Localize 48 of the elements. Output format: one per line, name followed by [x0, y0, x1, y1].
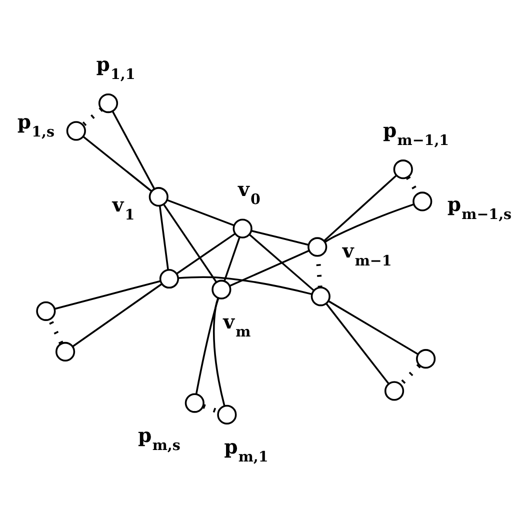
node-circle — [148, 187, 168, 207]
connector — [72, 283, 162, 348]
connector — [213, 298, 226, 406]
connector — [48, 318, 64, 344]
node-circle — [212, 280, 232, 300]
connector — [54, 280, 161, 310]
connector — [229, 250, 310, 287]
node-label: v$_{m}$ — [223, 310, 251, 340]
connector — [163, 204, 217, 282]
node-circle — [393, 160, 413, 180]
connector — [249, 234, 314, 292]
node-label: v$_{0}$ — [238, 178, 260, 208]
node-label: p$_{m,s}$ — [138, 424, 180, 454]
node-circle — [384, 381, 404, 401]
connector — [158, 206, 169, 270]
node-label: v$_{m−1}$ — [342, 240, 392, 270]
connector — [324, 204, 414, 243]
connector — [178, 276, 312, 296]
node-circle — [412, 192, 432, 212]
node-label: p$_{1,s}$ — [17, 110, 54, 141]
node-circle — [232, 218, 252, 238]
node-circle — [55, 342, 76, 362]
connector — [176, 233, 236, 274]
node-circle — [310, 286, 330, 306]
node-circle — [36, 301, 56, 321]
connector — [398, 364, 421, 386]
connector — [328, 300, 418, 355]
node-circle — [308, 237, 328, 257]
connector — [82, 107, 103, 126]
connector — [324, 174, 397, 242]
node-circle — [98, 93, 118, 114]
connector — [326, 303, 390, 384]
connector — [112, 110, 156, 190]
connector — [224, 236, 240, 282]
node-circle — [66, 121, 86, 141]
connector — [195, 298, 220, 394]
connector — [167, 199, 235, 226]
node-circle — [416, 349, 436, 369]
node-label: p$_{m−1,1}$ — [383, 118, 450, 149]
node-label: v$_{1}$ — [112, 193, 135, 224]
node-circle — [184, 393, 204, 413]
node-label: p$_{m,1}$ — [224, 436, 268, 466]
connector — [252, 230, 309, 246]
node-label: p$_{m−1,s}$ — [447, 192, 512, 223]
node-label: p$_{1,1}$ — [96, 52, 136, 83]
node-circle — [159, 268, 180, 289]
connector — [82, 136, 152, 192]
node-circle — [217, 404, 237, 425]
